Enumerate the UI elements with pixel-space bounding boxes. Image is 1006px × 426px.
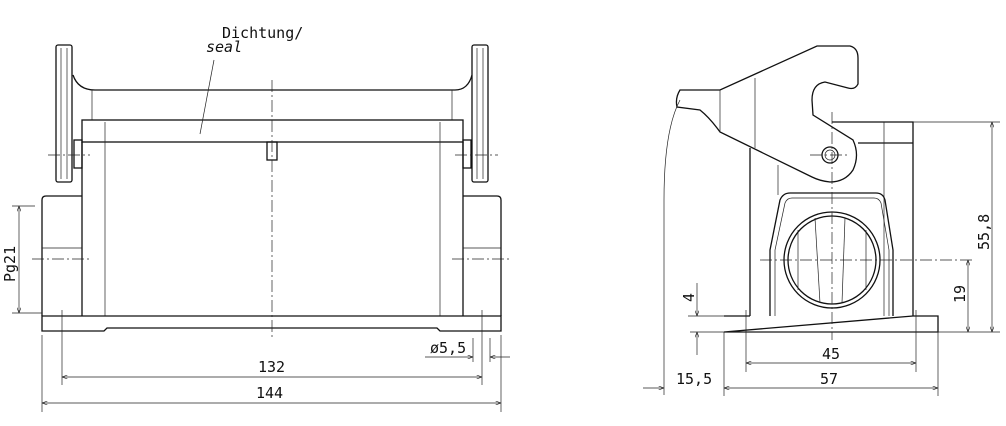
- side-view: 55,8 19 4 45 57 15,5: [643, 45, 1000, 396]
- side-width-dimension: 57: [820, 370, 838, 388]
- width-holes-dimension: 132: [258, 358, 285, 376]
- lever-offset-dimension: 15,5: [676, 370, 712, 388]
- base-thickness-dimension: 4: [680, 293, 698, 302]
- side-holes-dimension: 45: [822, 345, 840, 363]
- right-lever: [471, 44, 489, 183]
- hole-diameter: ø5,5: [430, 339, 466, 357]
- height-entry-dimension: 19: [951, 285, 969, 303]
- height-total-dimension: 55,8: [975, 214, 993, 250]
- front-view: Dichtung/ seal Pg21 ø5,5 132 144: [1, 24, 510, 412]
- seal-label-de: Dichtung/: [222, 24, 303, 42]
- left-lever: [55, 44, 73, 183]
- seal-label-en: seal: [206, 38, 242, 56]
- thread-dimension: Pg21: [1, 246, 19, 282]
- width-total-dimension: 144: [256, 384, 283, 402]
